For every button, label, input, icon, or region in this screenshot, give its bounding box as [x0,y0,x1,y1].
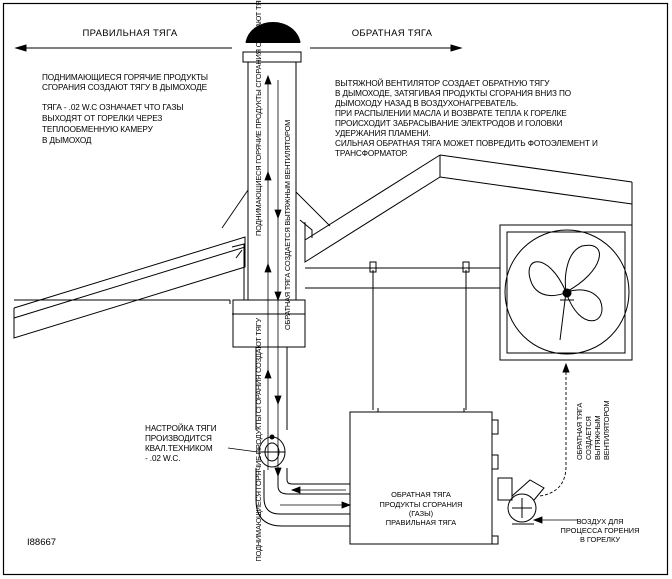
header-right-arrow [310,44,463,52]
left-text-block: ПОДНИМАЮЩИЕСЯ ГОРЯЧИЕ ПРОДУКТЫ СГОРАНИЯ … [42,73,208,145]
right-text-block: ВЫТЯЖНОЙ ВЕНТИЛЯТОР СОЗДАЕТ ОБРАТНУЮ ТЯГ… [335,77,598,158]
header-left-label: ПРАВИЛЬНАЯ ТЯГА [83,28,178,39]
chimney-label-left-upper: ПОДНИМАЮЩИЕСЯ ГОРЯЧИЕ ПРОДУКТЫ СГОРАНИЯ … [254,0,263,236]
svg-text:ПРОИСХОДИТ ЗАБРАСЫВАНИЕ ЭЛЕКТР: ПРОИСХОДИТ ЗАБРАСЫВАНИЕ ЭЛЕКТРОДОВ И ГОЛ… [335,119,563,128]
header-left-arrow [14,44,232,52]
svg-text:НАСТРОЙКА ТЯГИ: НАСТРОЙКА ТЯГИ [145,422,217,433]
svg-text:- .02 W.C.: - .02 W.C. [145,454,180,463]
svg-text:ВОЗДУХ ДЛЯ: ВОЗДУХ ДЛЯ [577,517,624,526]
svg-text:(ГАЗЫ): (ГАЗЫ) [409,509,433,518]
chimney [232,51,306,430]
exhaust-fan [499,224,633,361]
svg-text:ПРАВИЛЬНАЯ ТЯГА: ПРАВИЛЬНАЯ ТЯГА [386,518,456,527]
fan-airflow-arrow [539,362,570,497]
svg-text:ПРОДУКТЫ СГОРАНИЯ: ПРОДУКТЫ СГОРАНИЯ [380,500,463,509]
svg-text:ВЫТЯЖНОЙ ВЕНТИЛЯТОР СОЗДАЕТ ОБ: ВЫТЯЖНОЙ ВЕНТИЛЯТОР СОЗДАЕТ ОБРАТНУЮ ТЯГ… [335,77,550,88]
flue-pipe [255,468,350,527]
burner [497,477,545,525]
figure-code: I88667 [27,537,56,548]
svg-text:ПРИ РАСПЫЛЕНИИ МАСЛА И ВОЗВРАТ: ПРИ РАСПЫЛЕНИИ МАСЛА И ВОЗВРАТЕ ТЕПЛА К … [335,109,567,118]
svg-text:ТЯГА - .02 W.C ОЗНАЧАЕТ ЧТО Г: ТЯГА - .02 W.C ОЗНАЧАЕТ ЧТО ГАЗЫ [42,103,183,112]
svg-text:СГОРАНИЯ СОЗДАЮТ ТЯГУ В ДЫМОХО: СГОРАНИЯ СОЗДАЮТ ТЯГУ В ДЫМОХОДЕ [42,83,208,92]
svg-text:ОБРАТНАЯ ТЯГА: ОБРАТНАЯ ТЯГА [575,403,584,460]
svg-text:ВЫХОДЯТ ОТ ГОРЕЛКИ ЧЕРЕЗ: ВЫХОДЯТ ОТ ГОРЕЛКИ ЧЕРЕЗ [42,114,162,123]
chimney-braces [221,189,331,229]
svg-text:ОБРАТНАЯ ТЯГА: ОБРАТНАЯ ТЯГА [391,490,451,499]
svg-text:ДЫМОХОДУ НАЗАД В ВОЗДУХОНАГРЕВ: ДЫМОХОДУ НАЗАД В ВОЗДУХОНАГРЕВАТЕЛЬ. [335,99,518,108]
svg-text:ТЕПЛООБМЕННУЮ КАМЕРУ: ТЕПЛООБМЕННУЮ КАМЕРУ [42,125,154,134]
flue-arrows [280,486,352,509]
svg-text:В ДЫМОХОДЕ, ЗАТЯГИВАЯ ПРОДУКТЫ: В ДЫМОХОДЕ, ЗАТЯГИВАЯ ПРОДУКТЫ СГОРАНИЯ … [335,89,571,98]
svg-text:ПРОИЗВОДИТСЯ: ПРОИЗВОДИТСЯ [145,434,212,443]
burner-air-text: ВОЗДУХ ДЛЯ ПРОЦЕССА ГОРЕНИЯ В ГОРЕЛКУ [561,517,640,544]
chimney-cap [245,22,301,43]
chimney-label-right: ОБРАТНАЯ ТЯГА СОЗДАЕТСЯ ВЫТЯЖНЫМ ВЕНТИЛЯ… [283,120,292,330]
chimney-label-left-lower: ПОДНИМАЮЩИЕСЯ ГОРЯЧИЕ ПРОДУКТЫ СГОРАНИЯ … [254,317,263,561]
furnace-text: ОБРАТНАЯ ТЯГА ПРОДУКТЫ СГОРАНИЯ (ГАЗЫ) П… [380,490,463,527]
fan-label: ОБРАТНАЯ ТЯГА СОЗДАЕТСЯ ВЫТЯЖНЫМ ВЕНТИЛЯ… [575,401,611,460]
furnace [349,408,499,545]
roof [13,154,633,339]
svg-text:ПОДНИМАЮЩИЕСЯ ГОРЯЧИЕ ПРОДУКТЫ: ПОДНИМАЮЩИЕСЯ ГОРЯЧИЕ ПРОДУКТЫ [42,73,208,82]
draft-regulator [258,434,286,468]
adjust-leader [227,447,259,453]
burner-air-arrow [532,516,578,524]
svg-text:В ДЫМОХОД: В ДЫМОХОД [42,136,92,145]
svg-text:ВЫТЯЖНЫМ: ВЫТЯЖНЫМ [593,416,602,460]
svg-text:ПРОЦЕССА ГОРЕНИЯ: ПРОЦЕССА ГОРЕНИЯ [561,526,640,535]
chimney-flow-arrows [264,74,282,478]
adjust-text: НАСТРОЙКА ТЯГИ ПРОИЗВОДИТСЯ КВАЛ.ТЕХНИКО… [145,422,217,463]
svg-text:В ГОРЕЛКУ: В ГОРЕЛКУ [580,535,620,544]
svg-text:УДЕРЖАНИЯ ПЛАМЕНИ.: УДЕРЖАНИЯ ПЛАМЕНИ. [335,129,431,138]
header-right-label: ОБРАТНАЯ ТЯГА [352,28,433,39]
svg-text:КВАЛ.ТЕХНИКОМ: КВАЛ.ТЕХНИКОМ [145,444,213,453]
svg-text:ВЕНТИЛЯТОРОМ: ВЕНТИЛЯТОРОМ [602,401,611,460]
svg-text:СОЗДАЕТСЯ: СОЗДАЕТСЯ [584,416,593,460]
svg-text:ТРАНСФОРМАТОР.: ТРАНСФОРМАТОР. [335,149,408,158]
svg-text:СИЛЬНАЯ ОБРАТНАЯ ТЯГА МОЖЕТ ПО: СИЛЬНАЯ ОБРАТНАЯ ТЯГА МОЖЕТ ПОВРЕДИТЬ ФО… [335,139,598,148]
hanger-rods [369,261,470,410]
